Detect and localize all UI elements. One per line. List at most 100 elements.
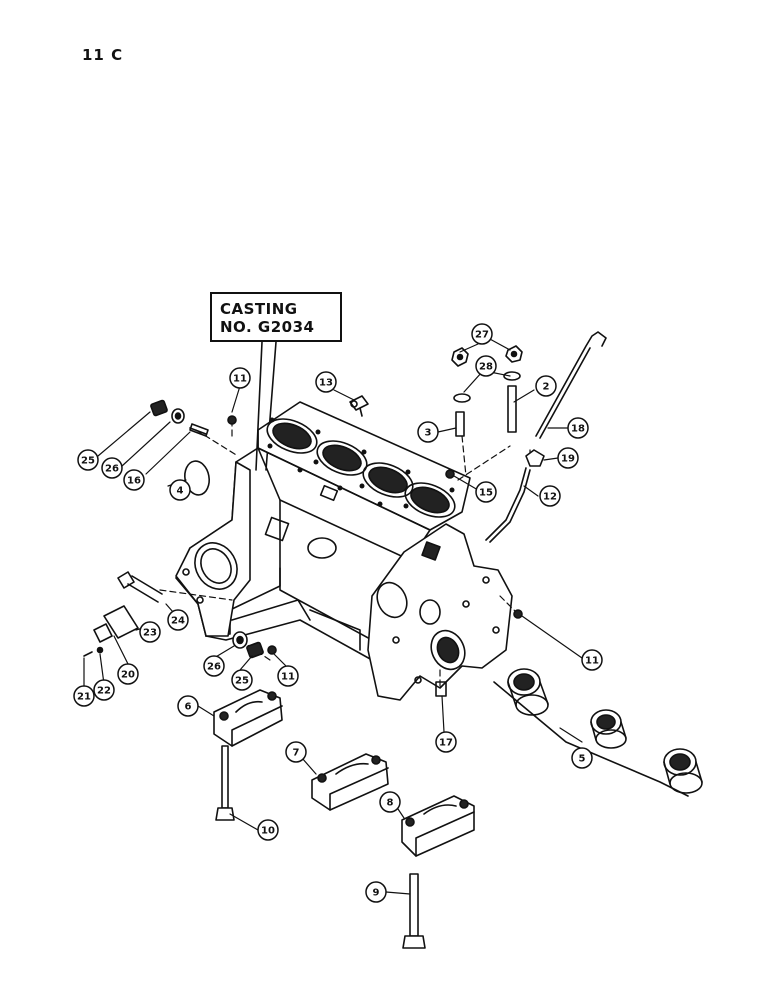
callout-circle <box>139 621 161 643</box>
callout-number: 11 <box>233 374 247 385</box>
callout-circle <box>571 747 593 769</box>
callout-number: 20 <box>121 670 135 681</box>
callout-23: 23 <box>139 621 161 643</box>
callout-number: 11 <box>585 656 599 667</box>
callout-9: 9 <box>365 881 387 903</box>
fitting-13 <box>349 395 369 417</box>
callout-25: 25 <box>231 669 253 691</box>
cylinder-block <box>175 401 513 701</box>
callout-number: 2 <box>543 382 550 393</box>
callout-number: 27 <box>475 330 489 341</box>
callout-28: 28 <box>475 355 497 377</box>
callout-number: 15 <box>479 488 493 499</box>
callout-number: 7 <box>293 748 300 759</box>
plug-11-upper <box>227 415 237 425</box>
main-bearing-cap-8 <box>401 795 475 857</box>
dipstick-18 <box>535 331 607 439</box>
casting-line-1: CASTING <box>220 300 298 318</box>
main-bearing-cap-7 <box>311 753 389 811</box>
casting-number-box: CASTING NO. G2034 <box>210 292 342 342</box>
callout-22: 22 <box>93 679 115 701</box>
cover-23 <box>103 605 139 639</box>
callout-3: 3 <box>417 421 439 443</box>
callout-circle <box>229 367 251 389</box>
callout-circle <box>539 485 561 507</box>
callout-10: 10 <box>257 819 279 841</box>
callout-20: 20 <box>117 663 139 685</box>
callout-circle <box>365 881 387 903</box>
callout-number: 26 <box>105 464 119 475</box>
callout-number: 25 <box>235 676 249 687</box>
callout-25: 25 <box>77 449 99 471</box>
callout-number: 4 <box>177 486 184 497</box>
nut-25-upper <box>150 399 168 417</box>
callout-circle <box>101 457 123 479</box>
callout-16: 16 <box>123 469 145 491</box>
callout-5: 5 <box>571 747 593 769</box>
callout-circle <box>535 375 557 397</box>
callout-circle <box>475 481 497 503</box>
callout-circle <box>285 741 307 763</box>
screw-21 <box>83 651 93 657</box>
callout-circle <box>169 479 191 501</box>
callout-11: 11 <box>277 665 299 687</box>
callout-number: 16 <box>127 476 141 487</box>
callout-circle <box>581 649 603 671</box>
washer-22 <box>96 646 104 654</box>
callout-circle <box>167 609 189 631</box>
callout-circle <box>557 447 579 469</box>
callout-number: 9 <box>373 888 380 899</box>
callout-circle <box>231 669 253 691</box>
callout-leaders <box>83 337 583 895</box>
callout-circle <box>435 731 457 753</box>
callout-circle <box>475 355 497 377</box>
dowel-17 <box>435 681 447 697</box>
callout-circle <box>567 417 589 439</box>
callout-number: 25 <box>81 456 95 467</box>
bolt-9 <box>402 873 426 949</box>
callout-circle <box>93 679 115 701</box>
callout-number: 24 <box>171 616 185 627</box>
callout-circle <box>417 421 439 443</box>
callout-number: 11 <box>281 672 295 683</box>
callout-circle <box>379 791 401 813</box>
callout-number: 10 <box>261 826 275 837</box>
callout-24: 24 <box>167 609 189 631</box>
callout-number: 19 <box>561 454 575 465</box>
callout-7: 7 <box>285 741 307 763</box>
callout-11: 11 <box>229 367 251 389</box>
callout-18: 18 <box>567 417 589 439</box>
nut-25-lower <box>246 641 264 659</box>
stud-2 <box>507 385 517 433</box>
bolt-24 <box>117 571 163 603</box>
plug-11-lower <box>267 645 277 655</box>
main-bearing-cap-6 <box>213 689 283 747</box>
callout-19: 19 <box>557 447 579 469</box>
cam-bearings-5 <box>493 668 703 797</box>
callout-26: 26 <box>203 655 225 677</box>
callout-circle <box>471 323 493 345</box>
callout-6: 6 <box>177 695 199 717</box>
tube-12 <box>485 467 527 541</box>
callout-17: 17 <box>435 731 457 753</box>
callout-number: 26 <box>207 662 221 673</box>
callout-12: 12 <box>539 485 561 507</box>
callout-circle <box>257 819 279 841</box>
callout-number: 28 <box>479 362 493 373</box>
callout-2: 2 <box>535 375 557 397</box>
callout-number: 5 <box>579 754 586 765</box>
callout-circle <box>73 685 95 707</box>
callout-number: 13 <box>319 378 333 389</box>
plug-15 <box>445 469 455 479</box>
callout-number: 8 <box>387 798 394 809</box>
callout-markers: 2345678910111111121315161718192021222324… <box>73 323 603 903</box>
callout-circle <box>203 655 225 677</box>
casting-line-2: NO. G2034 <box>220 318 315 336</box>
callout-circle <box>77 449 99 471</box>
callout-number: 6 <box>185 702 192 713</box>
gasket-20 <box>93 623 113 643</box>
callout-21: 21 <box>73 685 95 707</box>
callout-4: 4 <box>169 479 191 501</box>
plug-11-right <box>513 609 523 619</box>
